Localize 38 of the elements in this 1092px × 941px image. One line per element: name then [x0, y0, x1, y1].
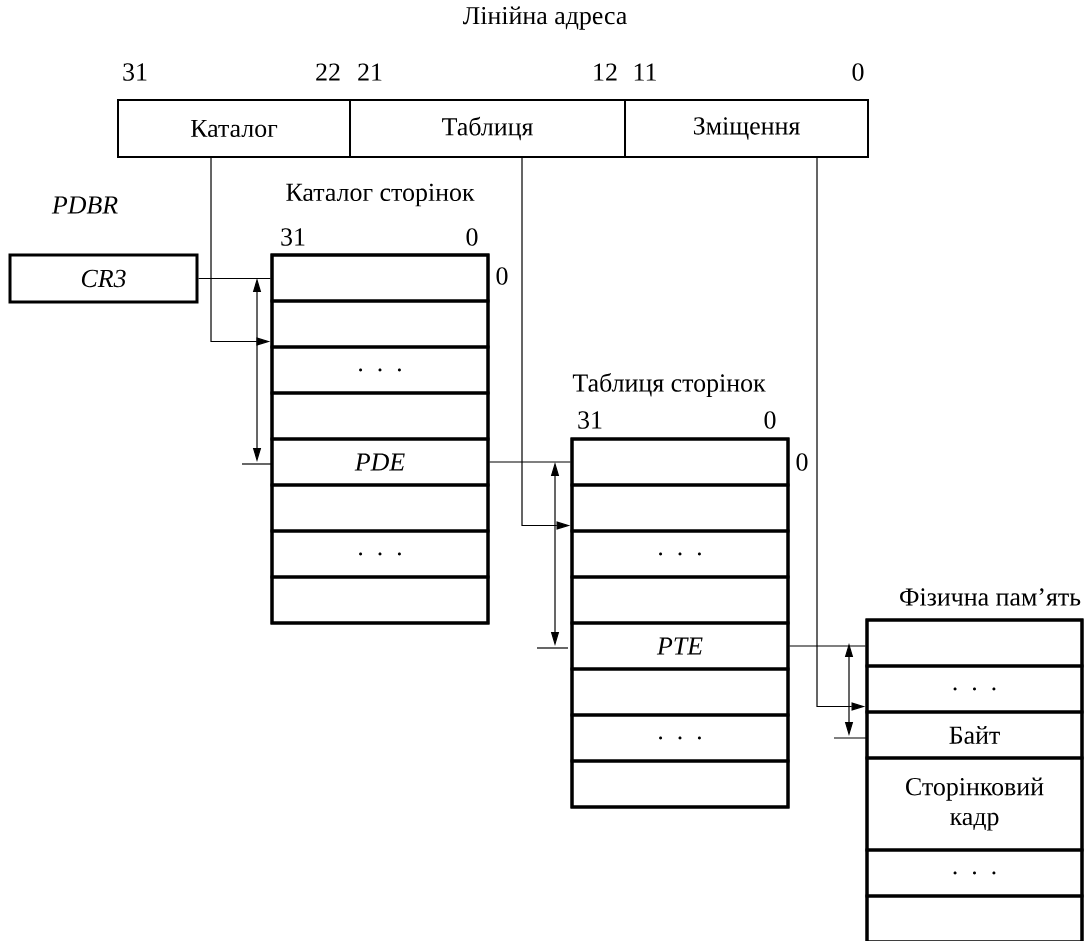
memory-cell: . . .	[270, 529, 490, 579]
register-name: PDBR	[51, 196, 118, 214]
memory-cell	[270, 575, 490, 625]
memory-cell: . . .	[570, 713, 790, 763]
bit-number: 0	[496, 267, 508, 285]
memory-cell	[570, 483, 790, 533]
node-label: Лінійна адреса	[462, 6, 627, 30]
memory-cell: Байт	[865, 710, 1084, 760]
bit-number: 11	[634, 63, 656, 81]
register-box: CR3	[8, 253, 199, 304]
memory-cell	[865, 894, 1084, 941]
connector-line	[788, 645, 867, 647]
memory-cell: . . .	[865, 848, 1084, 898]
node-label: Таблиця сторінок	[572, 372, 766, 398]
node-label: Каталог сторінок	[286, 183, 475, 207]
memory-cell	[270, 483, 490, 533]
bit-number: 0	[466, 228, 478, 246]
memory-cell: Сторінковий кадр	[865, 756, 1084, 852]
bit-number: 21	[358, 63, 382, 81]
bit-number: 0	[796, 453, 808, 471]
memory-cell: . . .	[270, 345, 490, 395]
node-label: Фізична пам’ять	[900, 588, 1081, 606]
bit-number: 12	[594, 63, 617, 81]
connector-line	[488, 461, 572, 463]
bit-number: 31	[578, 411, 602, 429]
memory-cell: . . .	[865, 664, 1084, 714]
bit-number: 22	[316, 63, 340, 81]
bit-number: 31	[281, 228, 305, 246]
address-field: Зміщення	[624, 99, 869, 158]
memory-cell	[570, 575, 790, 625]
address-field: Каталог	[117, 99, 351, 158]
bit-number: 0	[764, 411, 776, 429]
memory-cell	[570, 759, 790, 809]
memory-cell: . . .	[570, 529, 790, 579]
address-field: Таблиця	[349, 99, 626, 158]
connector-line	[197, 277, 272, 280]
memory-cell: PTE	[570, 621, 790, 671]
memory-cell: PDE	[270, 437, 490, 487]
